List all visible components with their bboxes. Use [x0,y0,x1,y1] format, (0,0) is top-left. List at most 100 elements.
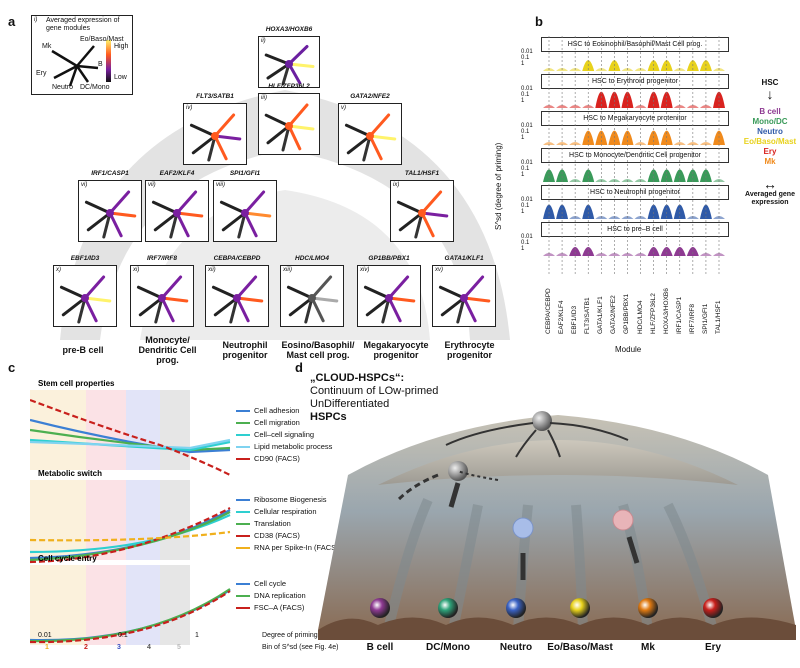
b-legend-item: Eo/Baso/Mast [743,137,797,146]
b-ytick: 0.1 [521,240,530,246]
module-umap-13: xiii)HDC/LMO4 [280,255,344,327]
c-legend-label: Translation [254,519,291,528]
legend-lineage-b: B [98,61,103,68]
b-module-label: TAL1/HSF1 [715,300,722,334]
b-module-label: FLT3/SATB1 [584,297,592,334]
module-name: SPI1/GFI1 [229,170,261,177]
c-xlabel-1: Degree of priming S^sd [262,632,335,639]
module-index: xiii) [283,267,292,273]
module-umap-6: vi)IRF1/CASP1 [78,170,142,242]
row-label-preb: pre-B cell [62,345,104,355]
row-label-mk: Megakaryocyte progenitor [363,340,429,360]
c-legend-item: RNA per Spike-In (FACS) [236,541,339,554]
waddington-landscape [318,411,796,640]
module-index: vii) [148,182,156,188]
module-index: v) [341,105,346,111]
module-umap-12: xii) CEBPA/CEBPD [205,255,269,327]
d-title-2: Continuum of LOw-primed [310,385,439,397]
b-module-label: HLF/ZFP36L2 [649,293,657,334]
b-legend-item: B cell [759,107,781,116]
b-legend-top: HSC [761,78,779,87]
module-name: EAF2/KLF4 [159,170,195,177]
c-legend-item: Ribosome Biogenesis [236,493,327,506]
c-legend-swatch [236,410,250,413]
b-legend-arrow-down-icon: ↓ [766,86,774,102]
c-legend-item: Cell–cell signaling [236,428,314,441]
b-legend-item: Mono/DC [752,117,788,126]
legend-lineage-eo: Eo/Baso/Mast [80,36,124,43]
c-legend-swatch [236,595,250,598]
b-ytick: 1 [521,209,525,215]
b-module-label: IRF1/CASP1 [675,296,683,334]
module-umap-4: iv)FLT3/SATB1 [183,93,247,165]
module-index: vi) [81,182,88,188]
legend-low: Low [114,74,127,81]
b-module-label: GATA2/NFE2 [610,295,618,334]
module-name: CEBPA/CEBPD [213,255,261,262]
d-title: „CLOUD-HSPCs“: Continuum of LOw-primed U… [310,372,438,424]
d-title-4: HSPCs [310,411,347,423]
b-ytick: 0.01 [521,123,533,129]
c-legend-swatch [236,458,250,461]
c-bin-label: 4 [147,644,151,651]
module-name: HLF/ZFP36L2 [268,83,310,90]
c-legend-label: Cell–cell signaling [254,430,315,439]
b-module-label: EAF2/KLF4 [558,300,566,334]
module-index: x) [56,267,61,273]
c-xtick: 0.01 [38,632,52,639]
c-legend-item: Cell cycle [236,577,286,590]
c-legend-item: FSC–A (FACS) [236,601,304,614]
legend-lineage-ery: Ery [36,70,47,77]
c-legend-label: DNA replication [254,591,306,600]
module-index: viii) [216,182,225,188]
legend-lineage-neutro: Neutro [52,84,74,91]
c-legend-label: Cell migration [254,418,300,427]
c-legend-label: CD90 (FACS) [254,454,300,463]
b-ytick: 1 [521,246,525,252]
module-index: xii) [208,267,216,273]
c-legend-label: Cell adhesion [254,406,300,415]
module-index: iii) [261,95,267,101]
legend-lineage-dcmono: DC/Mono [80,84,110,91]
c-xtick: 1 [195,632,199,639]
module-umap-7: vii)EAF2/KLF4 [145,170,209,242]
module-umap-10: x)EBF1/ID3 [53,255,117,327]
d-ball-label: B cell [366,642,394,653]
c-legend-swatch [236,511,250,514]
module-index: iv) [186,105,193,111]
svg-text:Stem cell properties: Stem cell properties [38,379,115,388]
module-umap-14: xiv)GP1BB/PBX1 [357,255,421,327]
c-legend-label: Cell cycle [254,579,287,588]
c-legend-label: FSC–A (FACS) [254,603,305,612]
c-legend-item: Cellular respiration [236,505,317,518]
module-umap-11: xi)IRF7/IRF8 [130,255,194,327]
b-legend-item: Neutro [757,127,783,136]
b-row-plot [543,169,725,182]
c-xtick: 0.1 [118,632,128,639]
b-row-title: HSC to Megakaryocyte protenitor [541,111,729,126]
b-ytick: 0.01 [521,234,533,240]
b-xlabel: Module [615,345,642,354]
c-legend-item: CD90 (FACS) [236,452,300,465]
b-module-label: HOXA3/HOXB6 [662,288,670,334]
b-module-label: HDC/LMO4 [636,300,644,334]
c-legend-swatch [236,434,250,437]
module-index: ii) [261,38,266,44]
legend-title: Averaged expression of gene modules [46,17,120,32]
module-name: HDC/LMO4 [295,255,329,262]
module-name: TAL1/HSF1 [404,170,440,177]
c-legend-label: Ribosome Biogenesis [254,495,327,504]
d-title-3: UnDifferentiated [310,398,390,410]
module-name: GATA1/KLF1 [444,255,484,262]
b-ytick: 0.1 [521,203,530,209]
c-legend-item: Translation [236,517,291,530]
b-ytick: 0.01 [521,86,533,92]
module-name: FLT3/SATB1 [196,93,234,100]
row-label-eo: Eosino/Basophil/ Mast cell prog. [281,340,355,360]
b-module-label: GP1BB/PBX1 [623,293,631,334]
c-legend-swatch [236,523,250,526]
c-legend-item: Cell migration [236,416,300,429]
module-name: GP1BB/PBX1 [368,255,410,262]
module-name: IRF7/IRF8 [147,255,177,262]
